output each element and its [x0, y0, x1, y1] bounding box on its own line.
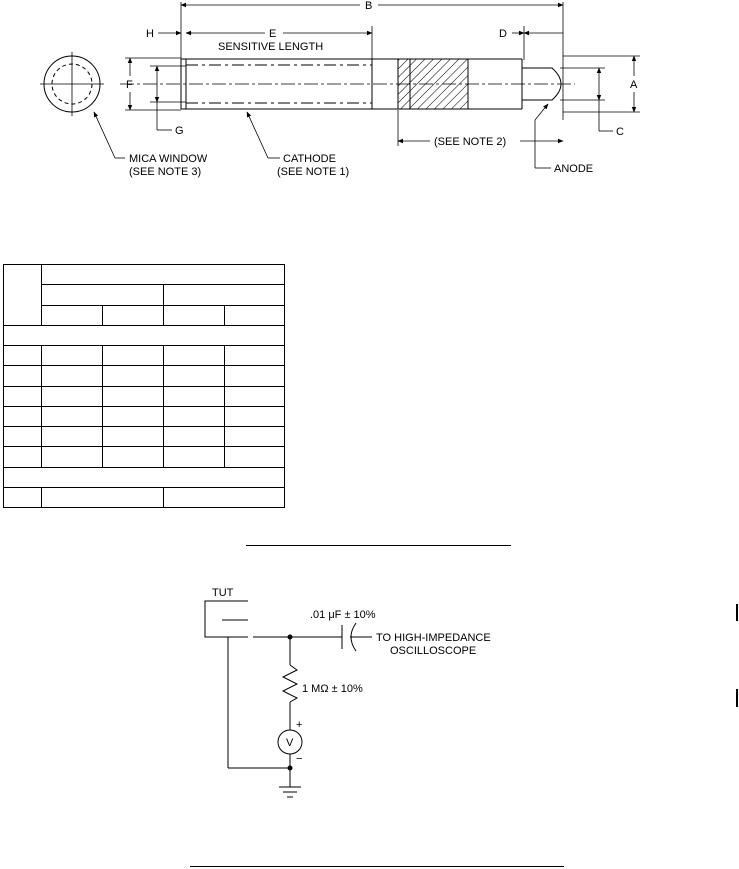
output-label-1: TO HIGH-IMPEDANCE [376, 632, 491, 644]
table-cell [224, 304, 285, 326]
dimensions-table [3, 263, 285, 509]
table-row [3, 324, 285, 347]
anode-label: ANODE [554, 163, 593, 175]
output-label-2: OSCILLOSCOPE [390, 645, 476, 657]
table-row [3, 466, 285, 488]
table-cell [163, 486, 285, 509]
table-row [4, 284, 285, 306]
table-cell [3, 264, 42, 326]
dim-label-e: E [269, 28, 276, 40]
table-cell [41, 284, 164, 306]
dimension-lines [125, 2, 640, 146]
table-cell [41, 486, 164, 509]
table-row [3, 425, 285, 448]
tube-side-view [120, 58, 575, 110]
meter-plus: + [296, 719, 302, 731]
table-row [3, 486, 285, 509]
dim-label-b: B [365, 0, 372, 12]
table-row [3, 344, 285, 367]
dim-label-d: D [499, 28, 507, 40]
table-cell [102, 304, 164, 326]
table-cell [3, 466, 285, 488]
dim-label-c: C [616, 126, 624, 138]
meter-minus: − [296, 753, 302, 765]
table-cell [3, 486, 42, 509]
table-row [3, 263, 285, 326]
test-circuit [204, 600, 372, 798]
figure-caption-rule-2 [190, 866, 564, 867]
capacitor-label: .01 μF ± 10% [310, 609, 376, 621]
end-view [40, 52, 104, 116]
table-cell [3, 324, 285, 347]
dim-label-f: F [126, 79, 133, 91]
table-cell [41, 304, 103, 326]
tut-label: TUT [212, 587, 234, 599]
cathode-label: CATHODE [283, 153, 336, 165]
callout-leaders [93, 103, 551, 169]
table-row [3, 446, 285, 468]
dim-label-a: A [630, 79, 638, 91]
table-row [3, 385, 285, 407]
cathode-note: (SEE NOTE 1) [277, 166, 349, 178]
margin-change-bar-1 [736, 604, 738, 621]
see-note-2-label: (SEE NOTE 2) [434, 136, 506, 148]
table-row [3, 365, 285, 387]
table-row [3, 405, 285, 428]
mica-window-label: MICA WINDOW [129, 153, 208, 165]
mica-window-note: (SEE NOTE 3) [129, 166, 201, 178]
table-row [4, 304, 285, 326]
figure-caption-rule-1 [246, 545, 511, 546]
dim-label-h: H [146, 28, 154, 40]
dim-label-g: G [175, 125, 184, 137]
table-cell [163, 304, 225, 326]
sensitive-length-label: SENSITIVE LENGTH [218, 41, 323, 53]
meter-symbol: V [286, 737, 294, 749]
margin-change-bar-2 [736, 689, 738, 707]
table-cell [163, 284, 285, 306]
resistor-label: 1 MΩ ± 10% [302, 683, 363, 695]
table-cell [41, 263, 285, 286]
